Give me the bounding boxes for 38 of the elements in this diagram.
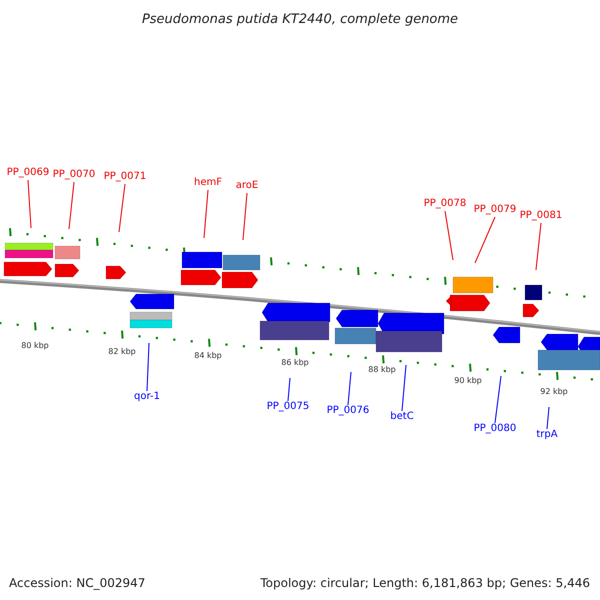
gene-label: hemF (194, 176, 222, 189)
scale-label: 82 kbp (108, 347, 136, 357)
leader-line (68, 182, 74, 230)
leader-line (242, 192, 248, 240)
leader-line (444, 210, 454, 260)
gene-label: PP_0076 (326, 404, 370, 417)
scale-label: 86 kbp (281, 358, 309, 368)
scale-label: 90 kbp (454, 376, 482, 386)
leader-line (494, 376, 502, 424)
leader-line (348, 372, 352, 406)
leader-line (536, 222, 542, 270)
gene-label: trpA (536, 428, 558, 441)
leader-line (474, 216, 496, 264)
leader-line (204, 190, 208, 238)
scale-label: 88 kbp (368, 365, 396, 375)
gene-label: PP_0070 (52, 168, 96, 181)
scale-label: 92 kbp (540, 387, 568, 397)
gene-label: PP_0069 (6, 166, 50, 179)
gene-label: PP_0080 (474, 422, 516, 435)
genome-summary-text: Topology: circular; Length: 6,181,863 bp; Genes: 5,446 (260, 575, 590, 592)
leader-line (402, 364, 406, 412)
leader-line (546, 406, 550, 430)
scale-label: 84 kbp (194, 351, 222, 361)
gene-label: qor-1 (134, 390, 160, 403)
leader-line (288, 378, 290, 402)
gene-label: PP_0081 (520, 209, 562, 222)
gene-label: PP_0078 (424, 197, 466, 210)
accession-text: Accession: NC_002947 (9, 575, 146, 592)
leader-line (28, 180, 32, 228)
gene-label: aroE (236, 179, 258, 192)
leader-line (146, 342, 150, 392)
title: Pseudomonas putida KT2440, complete genome (140, 11, 460, 29)
gene-label: PP_0075 (266, 400, 310, 413)
gene-label: betC (390, 410, 414, 423)
gene-label: PP_0071 (104, 170, 146, 183)
gene-label: PP_0079 (474, 203, 516, 216)
scale-label: 80 kbp (21, 341, 49, 351)
leader-line (118, 184, 126, 232)
